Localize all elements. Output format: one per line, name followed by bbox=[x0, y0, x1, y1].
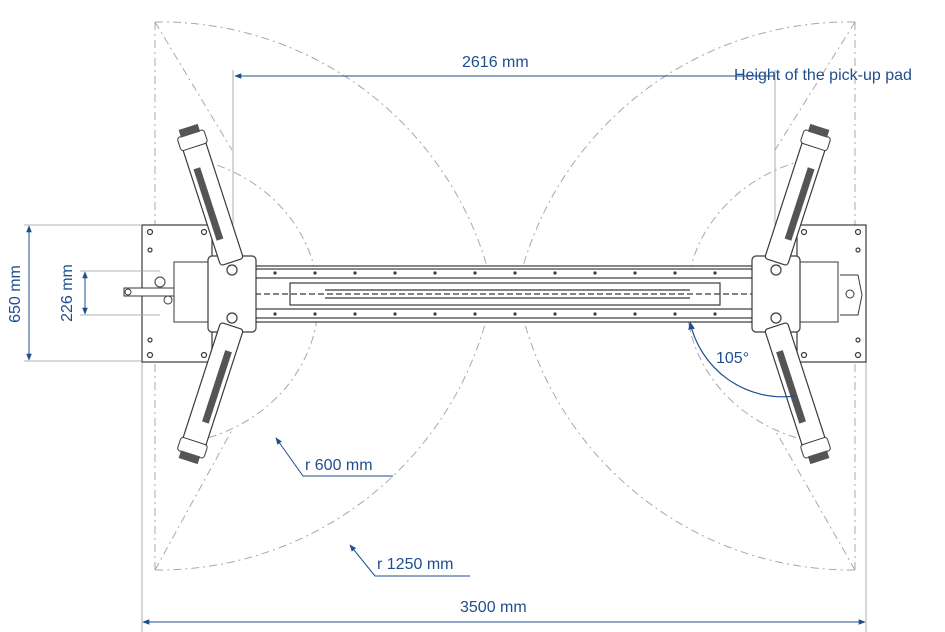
overall-length-label: 2616 mm bbox=[462, 54, 529, 71]
pad-height-label: Height of the pick-up pad bbox=[734, 67, 912, 84]
leader-long-arm-radius bbox=[349, 544, 470, 577]
right-upper-arm bbox=[764, 123, 831, 266]
total-width-label: 3500 mm bbox=[460, 599, 527, 616]
column-centerlines bbox=[141, 70, 867, 632]
runway-bridge bbox=[209, 265, 799, 323]
short-arm-radius-label: r 600 mm bbox=[305, 457, 373, 474]
arm-angle-label: 105° bbox=[716, 350, 750, 367]
leader-short-arm-radius bbox=[275, 437, 393, 477]
dimension-line-column-width bbox=[80, 270, 160, 316]
angle-arc bbox=[688, 321, 796, 398]
left-upper-arm bbox=[177, 123, 244, 266]
hydraulic-unit bbox=[797, 261, 863, 323]
runway-bolt-holes bbox=[273, 271, 717, 316]
left-column-carriage bbox=[207, 255, 257, 333]
right-column-carriage bbox=[751, 255, 801, 333]
short-arm-swing-arcs bbox=[199, 159, 806, 441]
base-depth-label: 650 mm bbox=[7, 265, 24, 323]
long-arm-radius-label: r 1250 mm bbox=[377, 556, 454, 573]
column-width-label: 226 mm bbox=[59, 264, 76, 322]
left-lower-arm bbox=[177, 322, 244, 465]
dimension-line-base-depth bbox=[24, 224, 142, 362]
right-lower-arm bbox=[764, 322, 831, 465]
